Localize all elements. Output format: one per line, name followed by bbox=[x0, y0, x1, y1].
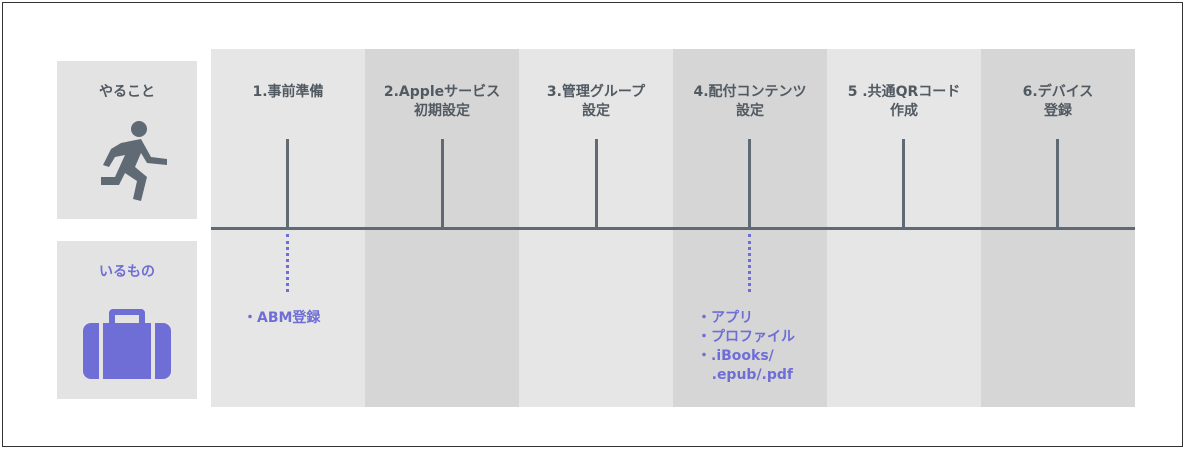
step-tick bbox=[286, 139, 289, 227]
step-tick bbox=[748, 139, 751, 227]
step-tick bbox=[441, 139, 444, 227]
need-item: ・アプリ bbox=[697, 310, 753, 326]
step-connector bbox=[286, 234, 289, 292]
need-item: ・.iBooks/ bbox=[697, 348, 774, 364]
running-person-icon bbox=[101, 121, 167, 201]
need-panel: いるもの bbox=[57, 241, 197, 399]
step-label: 1.事前準備 bbox=[252, 84, 324, 100]
step-tick bbox=[595, 139, 598, 227]
need-item: ・プロファイル bbox=[697, 329, 795, 345]
suitcase-icon bbox=[83, 309, 171, 379]
need-item: .epub/.pdf bbox=[697, 367, 794, 383]
step-label: 2.Appleサービス 初期設定 bbox=[383, 84, 501, 119]
todo-label: やること bbox=[99, 84, 155, 100]
timeline-axis bbox=[211, 227, 1135, 230]
need-item: ・ABM登録 bbox=[243, 310, 321, 326]
step-connector bbox=[748, 234, 751, 292]
need-label: いるもの bbox=[99, 264, 155, 280]
step-tick bbox=[902, 139, 905, 227]
step-label: 4.配付コンテンツ 設定 bbox=[693, 84, 807, 119]
todo-panel: やること bbox=[57, 61, 197, 219]
step-items: ・ABM登録 bbox=[243, 309, 320, 328]
step-label: 3.管理グループ 設定 bbox=[546, 84, 646, 119]
step-label: 6.デバイス 登録 bbox=[1022, 84, 1094, 119]
step-tick bbox=[1056, 139, 1059, 227]
step-items: ・アプリ ・プロファイル ・.iBooks/ .epub/.pdf bbox=[697, 309, 795, 385]
step-label: 5 .共通QRコード 作成 bbox=[847, 84, 961, 119]
